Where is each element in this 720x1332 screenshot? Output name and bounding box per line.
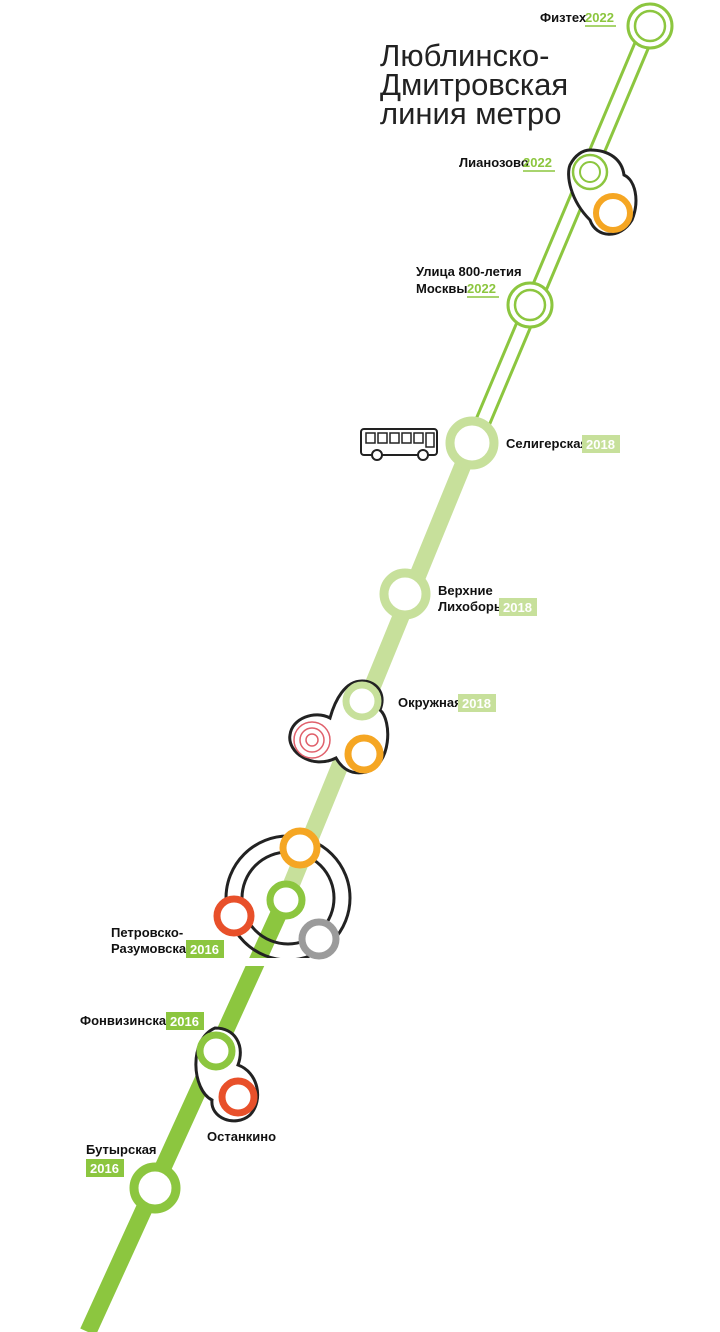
transfer-label-ostankino: Останкино [207,1129,276,1144]
station-year-fonvizinskaya: 2016 [170,1014,199,1029]
station-label-verkhnie-likhobory-2: Лихоборы [438,599,505,614]
transfer-cluster-lianozovo[interactable] [567,148,638,236]
station-year-lianozovo: 2022 [523,155,552,170]
station-year-fiztekh: 2022 [585,10,614,25]
station-year-ulitsa-800: 2022 [467,281,496,296]
station-label-butyrskaya: Бутырская [86,1142,157,1157]
station-butyrskaya[interactable] [129,1162,181,1214]
station-label-okruzhnaya: Окружная [398,695,462,710]
line-segment-2016 [80,896,293,1332]
transfer-cluster-okruzhnaya[interactable] [288,679,390,775]
year-badge-seligerskaya [582,435,620,453]
station-label-verkhnie-likhobory: Верхние [438,583,493,598]
station-label-fonvizinskaya: Фонвизинская [80,1013,174,1028]
year-badge-fonvizinskaya [166,1012,204,1030]
line-planned-left [464,25,644,444]
station-year-petrovsko: 2016 [190,942,219,957]
station-verkhnie-likhobory[interactable] [379,568,431,620]
year-badge-okruzhnaya [458,694,496,712]
station-year-okruzhnaya: 2018 [462,696,491,711]
station-label-fiztekh: Физтех [540,10,587,25]
map-title-line-1: Люблинско- [380,38,549,73]
station-label-seligerskaya: Селигерская [506,436,588,451]
station-fiztekh[interactable] [626,2,674,50]
bus-icon [360,428,438,461]
station-label-petrovsko-2: Разумовская [111,941,194,956]
map-title-line-3: линия метро [380,96,561,131]
transfer-cluster-fonvizinskaya[interactable] [194,1026,260,1123]
station-year-butyrskaya: 2016 [90,1161,119,1176]
station-label-ulitsa-800-2: Москвы [416,281,467,296]
station-label-ulitsa-800: Улица 800-летия [416,264,522,279]
station-ulitsa-800-letiya[interactable] [506,281,554,329]
year-badge-petrovsko [186,940,224,958]
line-segment-2018 [277,439,480,904]
year-badge-butyrskaya [86,1159,124,1177]
station-label-petrovsko: Петровско- [111,925,183,940]
transfer-cluster-petrovsko-razumovskaya[interactable] [213,827,364,966]
station-label-lianozovo: Лианозово [459,155,529,170]
station-year-verkhnie-likhobory: 2018 [503,600,532,615]
year-badge-verkhnie-likhobory [499,598,537,616]
line-planned-right [478,29,658,448]
station-seligerskaya[interactable] [445,416,499,470]
station-year-seligerskaya: 2018 [586,437,615,452]
map-title-line-2: Дмитровская [380,67,568,102]
